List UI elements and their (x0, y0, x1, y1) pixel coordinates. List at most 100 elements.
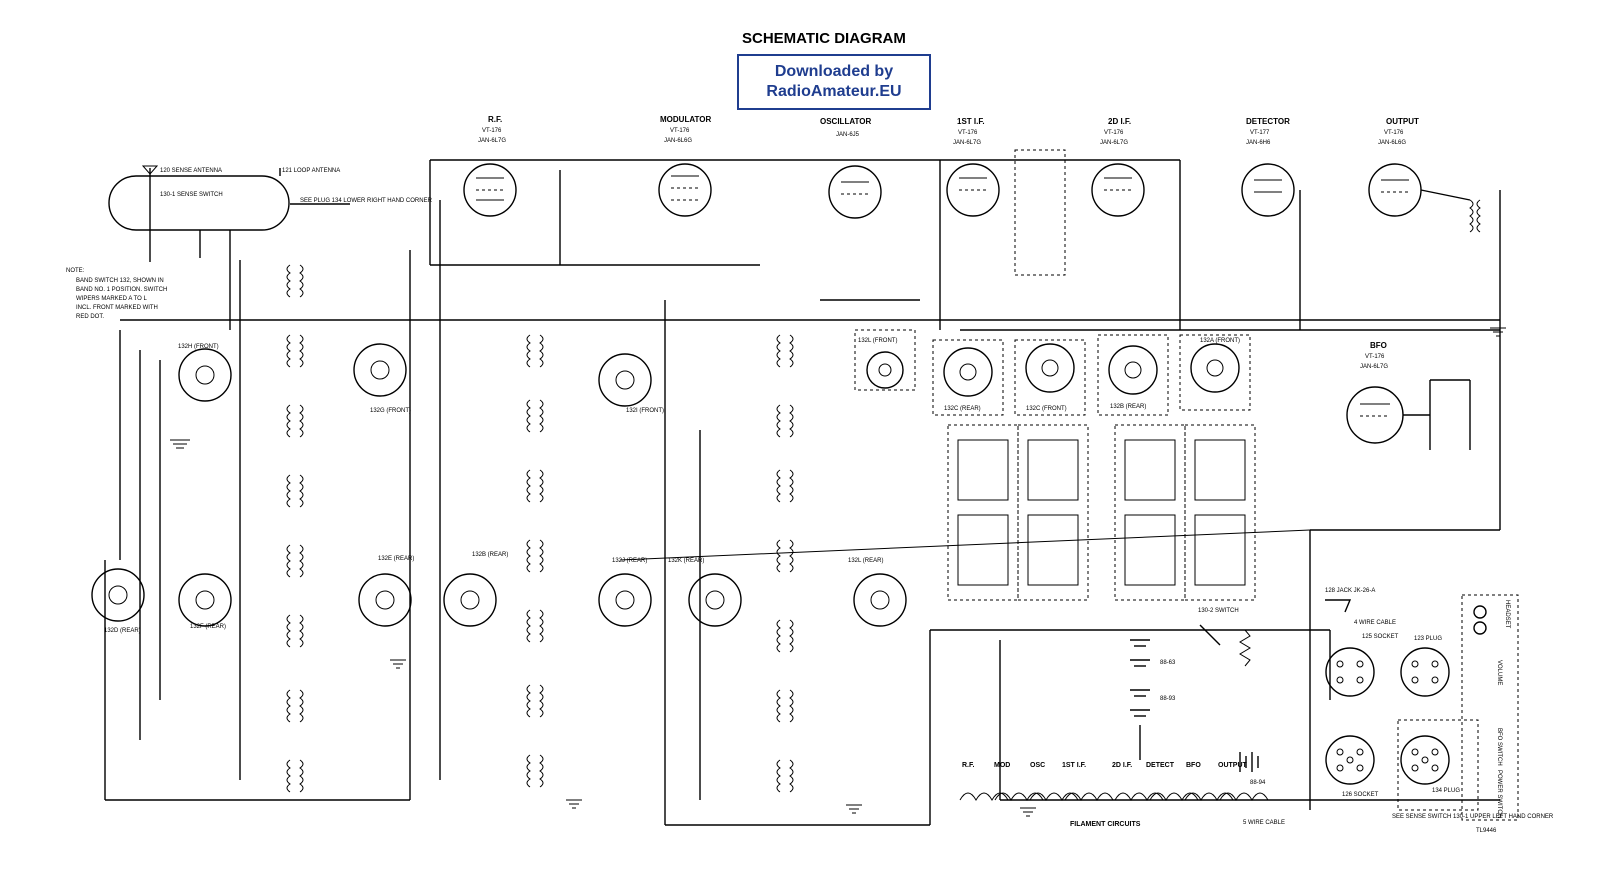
socket-label: 126 SOCKET (1342, 792, 1379, 798)
wafer-switch-132a-front: 132A (FRONT) (1179, 334, 1251, 411)
battery-label: 88-94 (1250, 780, 1266, 786)
remote-box-outline (1461, 594, 1519, 821)
stage-jan: JAN-6L7G (1100, 140, 1128, 146)
note-line: WIPERS MARKED A TO L (76, 296, 147, 302)
stage-tube: VT-176 (958, 130, 978, 136)
switch-label: 132G (FRONT) (370, 408, 411, 414)
wafer-switch-132j: 132J (REAR) (598, 558, 652, 627)
wafer-switch-132h: 132H (FRONT) (178, 344, 232, 402)
filament-stage-label: OUTPUT (1218, 762, 1248, 769)
stage-tube: VT-176 (1365, 354, 1385, 360)
filament-stage-label: MOD (994, 762, 1010, 769)
stage-jan: JAN-6H6 (1246, 140, 1271, 146)
plug-note: SEE PLUG 134 LOWER RIGHT HAND CORNER (300, 198, 433, 204)
volume-label: VOLUME (1496, 660, 1502, 685)
stage-tube: VT-176 (1104, 130, 1124, 136)
headset: HEADSET (1473, 600, 1510, 635)
wafer-switch-132d: 132D (REAR) (91, 568, 145, 634)
filament-stage-label: OSC (1030, 762, 1045, 769)
switch-label: 132F (REAR) (190, 624, 226, 630)
output-transformer (1420, 189, 1481, 233)
filament-title: FILAMENT CIRCUITS (1070, 821, 1141, 828)
wafer-switch-132c-front: 132C (FRONT) (1014, 339, 1086, 416)
plug-label: 134 PLUG (1432, 788, 1460, 794)
note-line: BAND NO. 1 POSITION. SWITCH (76, 287, 167, 293)
wafer-switch-132i: 132I (FRONT) (598, 353, 664, 414)
figure-number: TL9446 (1476, 828, 1497, 834)
loop-antenna-label: 121 LOOP ANTENNA (282, 168, 340, 174)
stage-tube: VT-176 (670, 128, 690, 134)
stage-name: OUTPUT (1386, 117, 1419, 126)
filament-circuits: R.F. MOD OSC 1ST I.F. 2D I.F. DETECT BFO… (959, 762, 1269, 828)
stage-name: BFO (1370, 341, 1387, 350)
tube-stage-1st-if: 1ST I.F. VT-176 JAN-6L7G (946, 117, 1000, 217)
switch-label: 132E (REAR) (378, 556, 414, 562)
stage-tube: VT-177 (1250, 130, 1270, 136)
wafer-switch-132e: 132E (REAR) (358, 556, 414, 627)
tube-stage-2d-if: 2D I.F. VT-176 JAN-6L7G (1091, 117, 1145, 217)
main-wiring (104, 159, 1501, 826)
stage-name: R.F. (488, 115, 502, 124)
plug-134: 134 PLUG (1400, 735, 1460, 794)
socket-126: 126 SOCKET (1325, 735, 1379, 798)
bfo-switch-label: BFO SWITCH (1496, 728, 1502, 766)
switch-label: 132D (REAR) (104, 628, 141, 634)
wafer-switch-132b-rear-if: 132B (REAR) (1097, 334, 1169, 416)
switch-label: 132C (FRONT) (1026, 406, 1067, 412)
stage-name: 2D I.F. (1108, 117, 1131, 126)
antenna-section: 120 SENSE ANTENNA 121 LOOP ANTENNA 130-1… (108, 165, 433, 330)
socket-125: 125 SOCKET 4 WIRE CABLE (1325, 620, 1399, 697)
sense-switch-note: SEE SENSE SWITCH 130-1 UPPER LEFT HAND C… (1392, 814, 1554, 820)
banner-line-1: Downloaded by (774, 63, 894, 80)
stage-name: DETECTOR (1246, 117, 1290, 126)
wafer-switch-132g: 132G (FRONT) (353, 343, 411, 414)
note-line: NOTE: (66, 268, 85, 274)
band-switch-note: NOTE: BAND SWITCH 132, SHOWN IN BAND NO.… (66, 268, 167, 320)
stage-name: 1ST I.F. (957, 117, 985, 126)
stage-jan: JAN-6L6G (664, 138, 692, 144)
switch-label: 132I (FRONT) (626, 408, 664, 414)
stage-name: OSCILLATOR (820, 117, 871, 126)
tube-stage-detector: DETECTOR VT-177 JAN-6H6 (1241, 117, 1295, 217)
banner-line-2: RadioAmateur.EU (766, 83, 902, 100)
stage-name: MODULATOR (660, 115, 711, 124)
ground-symbols (170, 327, 1506, 817)
wafer-switch-132k: 132K (REAR) (668, 558, 742, 627)
switch-label: 132L (FRONT) (858, 338, 897, 344)
tube-stage-modulator: MODULATOR VT-176 JAN-6L6G (658, 115, 712, 217)
coil-bank-antenna (286, 264, 304, 793)
stage-jan: JAN-6L7G (478, 138, 506, 144)
switch-label: 132H (FRONT) (178, 344, 219, 350)
wafer-switch-132l-front: 132L (FRONT) (854, 329, 916, 391)
jack-label: 128 JACK JK-26-A (1325, 588, 1375, 594)
stage-jan: JAN-6L6G (1378, 140, 1406, 146)
plug-123: 123 PLUG (1400, 636, 1450, 697)
battery-pack: 88-63 88-93 88-94 (1130, 639, 1266, 786)
filament-stage-label: R.F. (962, 762, 975, 769)
switch-130-2: 130-2 SWITCH (1198, 608, 1251, 667)
switch-label: 132C (REAR) (944, 406, 981, 412)
switch-130-label: 130-2 SWITCH (1198, 608, 1239, 614)
switch-label: 132J (REAR) (612, 558, 647, 564)
cable-label: 4 WIRE CABLE (1354, 620, 1396, 626)
sense-switch-label: 130-1 SENSE SWITCH (160, 192, 223, 198)
stage-jan: JAN-6J5 (836, 132, 860, 138)
jack-128: 128 JACK JK-26-A (1325, 588, 1375, 613)
switch-label: 132K (REAR) (668, 558, 704, 564)
switch-label: 132B (REAR) (1110, 404, 1146, 410)
plug-134-outline (1397, 719, 1479, 811)
filament-stage-label: BFO (1186, 762, 1201, 769)
wafer-switch-132f: 132F (REAR) (178, 573, 232, 630)
socket-label: 125 SOCKET (1362, 634, 1399, 640)
coil-bank-rf (526, 334, 544, 788)
if-transformer-cans (947, 149, 1256, 601)
note-line: RED DOT. (76, 314, 104, 320)
wafer-switch-132b-rear: 132B (REAR) (443, 552, 508, 627)
note-line: BAND SWITCH 132, SHOWN IN (76, 278, 164, 284)
tube-stage-output: OUTPUT VT-176 JAN-6L6G (1368, 117, 1422, 217)
filament-stage-label: 2D I.F. (1112, 762, 1132, 769)
stage-jan: JAN-6L7G (953, 140, 981, 146)
plug-label: 123 PLUG (1414, 636, 1442, 642)
note-line: INCL. FRONT MARKED WITH (76, 305, 158, 311)
